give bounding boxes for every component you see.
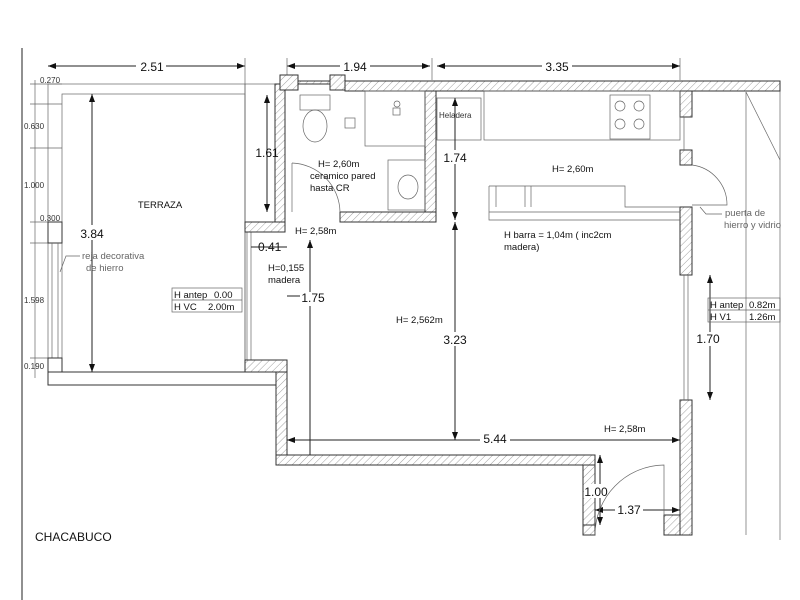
fridge-label: Heladera: [439, 111, 472, 120]
stove-icon: [609, 94, 651, 140]
door-note: hierro y vidrio: [724, 220, 781, 231]
dim-3-35: 3.35: [545, 60, 569, 74]
cell: H antep: [174, 290, 207, 301]
fridge: [436, 97, 482, 141]
entry: 1.00 1.37: [584, 455, 680, 536]
bath-note: ceramico pared: [310, 171, 375, 182]
dim-1-37: 1.37: [617, 503, 641, 517]
dim-3-84: 3.84: [80, 227, 104, 241]
plan-title: CHACABUCO: [35, 530, 112, 544]
step-material: madera: [268, 275, 301, 286]
iron-glass-door: [691, 164, 728, 206]
dim-1-61: 1.61: [255, 146, 279, 160]
dim-0-270: 0.270: [40, 76, 61, 85]
cell: 1.26m: [749, 312, 775, 323]
hall-height: H= 2,58m: [295, 226, 337, 237]
bathroom: H= 2,60m ceramico pared hasta CR: [291, 90, 426, 213]
dim-3-23: 3.23: [443, 333, 467, 347]
cell: 2.00m: [208, 302, 234, 313]
kitchen-height: H= 2,60m: [552, 164, 594, 175]
bath-note: hasta CR: [310, 183, 350, 194]
dim-1-70: 1.70: [696, 332, 720, 346]
cell: H VC: [174, 302, 197, 313]
dim-1-598: 1.598: [24, 296, 45, 305]
kitchen: Heladera 1.74 H= 2,60m H barra = 1,04m (…: [436, 90, 781, 253]
cell: H V1: [710, 312, 731, 323]
toilet-icon: [302, 109, 328, 143]
dim-1-75: 1.75: [301, 291, 325, 305]
dim-0-300: 0.300: [40, 214, 61, 223]
entry-door: [594, 464, 665, 536]
dim-1-000: 1.000: [24, 181, 45, 190]
bar-counter: [488, 185, 680, 221]
door-note: puerta de: [725, 208, 765, 219]
terrace-window-table: H antep 0.00 H VC 2.00m: [171, 287, 243, 313]
cell: 0.82m: [749, 300, 775, 311]
terrace-label: TERRAZA: [138, 200, 183, 211]
sink-icon: [387, 159, 426, 211]
right-window-table: H antep 0.82m H V1 1.26m: [707, 297, 781, 323]
living-height-2: H= 2,58m: [604, 424, 646, 435]
bar-note: H barra = 1,04m ( inc2cm: [504, 230, 612, 241]
dim-1-74: 1.74: [443, 151, 467, 165]
living-room: H= 2,562m 3.23 5.44 H= 2,58m 1.70 H ante…: [287, 222, 781, 446]
cell: 0.00: [214, 290, 233, 301]
dim-0-190: 0.190: [24, 362, 45, 371]
dim-0-630: 0.630: [24, 122, 45, 131]
railing-note-1: reja decorativa: [82, 251, 145, 262]
dim-2-51: 2.51: [140, 60, 164, 74]
walls: [244, 74, 781, 536]
railing-note-2: de hierro: [86, 263, 124, 274]
shower-icon: [364, 90, 426, 147]
bath-height: H= 2,60m: [318, 159, 360, 170]
step-height: H=0,155: [268, 263, 304, 274]
living-height: H= 2,562m: [396, 315, 443, 326]
dim-1-94: 1.94: [343, 60, 367, 74]
dim-5-44: 5.44: [483, 432, 507, 446]
diagonal-line: [745, 91, 781, 161]
dim-0-41: 0.41: [258, 240, 282, 254]
terrace: 3.84 TERRAZA reja decorativa de hierro H…: [47, 83, 281, 386]
cell: H antep: [710, 300, 743, 311]
bar-note: madera): [504, 242, 539, 253]
top-dimensions: 2.51 1.94 3.35: [48, 58, 681, 85]
dim-1-00: 1.00: [584, 485, 608, 499]
